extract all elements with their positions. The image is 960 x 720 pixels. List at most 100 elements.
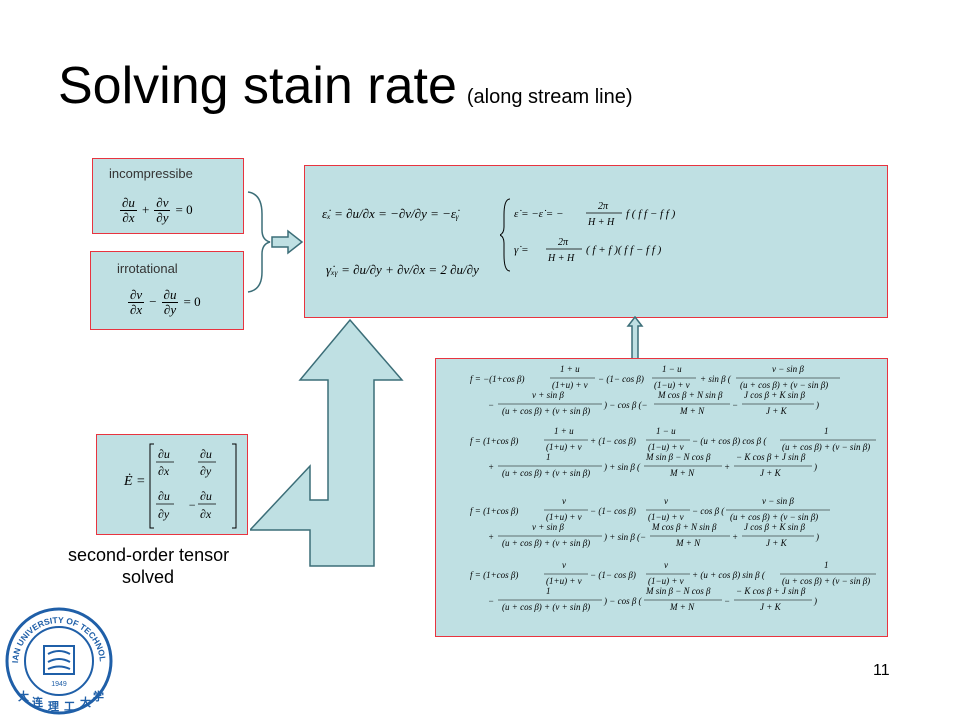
- tensor-box: [96, 434, 248, 535]
- svg-text:大: 大: [80, 695, 91, 709]
- svg-text:J + K: J + K: [760, 468, 782, 478]
- svg-text:理: 理: [48, 700, 59, 713]
- strain-rate-box: [304, 165, 888, 318]
- tensor-caption-line1: second-order tensor: [68, 545, 230, 565]
- svg-text:J + K: J + K: [766, 406, 788, 416]
- svg-text:M sin β − N cos β: M sin β − N cos β: [645, 586, 711, 596]
- l-shaped-arrow: [250, 318, 404, 567]
- svg-text:− K cos β + J sin β: − K cos β + J sin β: [736, 586, 806, 596]
- svg-text:+: +: [488, 532, 494, 542]
- tensor-caption-line2: solved: [122, 567, 175, 587]
- svg-text:+: +: [724, 462, 730, 472]
- svg-text:M + N: M + N: [675, 538, 701, 548]
- svg-text:−: −: [488, 596, 494, 606]
- svg-text:f = −(1+cos β): f = −(1+cos β): [470, 374, 524, 384]
- svg-text:J + K: J + K: [760, 602, 782, 612]
- svg-text:J cos β + K sin β: J cos β + K sin β: [744, 522, 806, 532]
- svg-text:1 − u: 1 − u: [662, 364, 682, 374]
- svg-text:∂x: ∂x: [158, 464, 170, 478]
- svg-text:) + sin β (: ) + sin β (: [603, 462, 641, 472]
- function-formulas-box: [435, 358, 888, 637]
- svg-text:): ): [815, 400, 819, 410]
- svg-text:−: −: [724, 596, 730, 606]
- svg-text:f = (1+cos β): f = (1+cos β): [470, 570, 518, 580]
- svg-text:v: v: [664, 496, 668, 506]
- logo-year: 1949: [51, 681, 67, 688]
- svg-text:大: 大: [18, 689, 29, 703]
- svg-text:(u + cos β) + (v + sin β): (u + cos β) + (v + sin β): [502, 538, 590, 548]
- svg-text:H + H: H + H: [587, 217, 615, 228]
- brace-arrow-graphic: [247, 191, 304, 293]
- svg-text:∂y: ∂y: [158, 507, 170, 521]
- svg-text:−: −: [732, 400, 738, 410]
- incompressible-equation: ∂u∂x+∂v∂y= 0: [120, 195, 193, 226]
- svg-text:(u + cos β) + (v + sin β): (u + cos β) + (v + sin β): [502, 602, 590, 612]
- svg-text:v + sin β: v + sin β: [532, 390, 564, 400]
- svg-text:+ (u + cos β) sin β (: + (u + cos β) sin β (: [692, 570, 766, 580]
- svg-text:1: 1: [546, 452, 551, 462]
- svg-text:∂u: ∂u: [200, 489, 212, 503]
- irrotational-box: [90, 251, 244, 330]
- svg-text:(u + cos β) + (v − sin β): (u + cos β) + (v − sin β): [740, 380, 828, 390]
- svg-text:M + N: M + N: [669, 602, 695, 612]
- svg-text:γ̇ =: γ̇ =: [514, 244, 529, 256]
- svg-text:(u + cos β) + (v − sin β): (u + cos β) + (v − sin β): [782, 442, 870, 452]
- svg-text:− (1− cos β): − (1− cos β): [590, 570, 636, 580]
- curly-brace: [247, 191, 271, 293]
- title-subtitle: (along stream line): [466, 86, 633, 108]
- svg-text:1 + u: 1 + u: [560, 364, 580, 374]
- slide-title: Solving stain rate(along stream line): [58, 56, 633, 116]
- svg-text:1 + u: 1 + u: [554, 426, 574, 436]
- svg-text:∂u: ∂u: [200, 447, 212, 461]
- svg-text:v − sin β: v − sin β: [762, 496, 794, 506]
- svg-text:(1+u) + v: (1+u) + v: [552, 380, 588, 390]
- svg-text:(u + cos β) + (v + sin β): (u + cos β) + (v + sin β): [502, 406, 590, 416]
- svg-text:) − cos β (−: ) − cos β (−: [603, 400, 648, 410]
- svg-text:(1−u) + v: (1−u) + v: [648, 576, 684, 586]
- svg-text:v: v: [562, 560, 566, 570]
- strain-xy-equation: γ̇ₓᵧ = ∂u/∂y + ∂v/∂x = 2 ∂u/∂y: [326, 262, 479, 277]
- page-number: 11: [873, 662, 890, 679]
- incompressible-box: [92, 158, 244, 234]
- svg-text:v − sin β: v − sin β: [772, 364, 804, 374]
- svg-text:−: −: [188, 498, 196, 512]
- svg-text:f = (1+cos β): f = (1+cos β): [470, 436, 518, 446]
- university-logo: DALIAN UNIVERSITY OF TECHNOLOGY 1949 大连理…: [4, 606, 113, 715]
- svg-text:M + N: M + N: [669, 468, 695, 478]
- svg-text:工: 工: [64, 700, 75, 713]
- svg-text:1: 1: [824, 560, 829, 570]
- svg-text:) + sin β (−: ) + sin β (−: [603, 532, 646, 542]
- incompressible-label: incompressibe: [109, 166, 193, 181]
- svg-text:): ): [813, 596, 817, 606]
- svg-text:v: v: [562, 496, 566, 506]
- svg-text:(u + cos β) + (v + sin β): (u + cos β) + (v + sin β): [502, 468, 590, 478]
- tensor-matrix: ∂u∂x ∂u∂y ∂u∂y − ∂u∂x: [149, 443, 237, 529]
- svg-text:): ): [813, 462, 817, 472]
- svg-text:v: v: [664, 560, 668, 570]
- svg-text:−: −: [488, 400, 494, 410]
- svg-text:(1−u) + v: (1−u) + v: [648, 512, 684, 522]
- svg-text:− cos β (: − cos β (: [692, 506, 725, 516]
- svg-text:2π: 2π: [558, 237, 569, 248]
- svg-text:( f + f )( f f − f f ): ( f + f )( f f − f f ): [586, 244, 662, 256]
- strain-xx-equation: ε̇ₓ = ∂u/∂x = −∂v/∂y = −ε̇ᵧ: [322, 206, 460, 221]
- irrotational-label: irrotational: [117, 261, 178, 276]
- function-formulas: f = −(1+cos β) 1 + u (1+u) + v − (1− cos …: [470, 364, 876, 612]
- svg-text:∂u: ∂u: [158, 489, 170, 503]
- svg-text:学: 学: [93, 689, 104, 703]
- svg-text:∂x: ∂x: [200, 507, 212, 521]
- svg-text:(1+u) + v: (1+u) + v: [546, 576, 582, 586]
- svg-text:J cos β + K sin β: J cos β + K sin β: [744, 390, 806, 400]
- svg-text:连: 连: [32, 695, 44, 709]
- svg-text:− (1− cos β): − (1− cos β): [598, 374, 644, 384]
- svg-text:(u + cos β) + (v − sin β): (u + cos β) + (v − sin β): [730, 512, 818, 522]
- svg-text:): ): [815, 532, 819, 542]
- svg-text:f = (1+cos β): f = (1+cos β): [470, 506, 518, 516]
- svg-text:M cos β + N sin β: M cos β + N sin β: [657, 390, 723, 400]
- svg-text:v + sin β: v + sin β: [532, 522, 564, 532]
- svg-text:∂u: ∂u: [158, 447, 170, 461]
- svg-text:(u + cos β) + (v − sin β): (u + cos β) + (v − sin β): [782, 576, 870, 586]
- svg-text:ε̇ = −ε̇ = −: ε̇ = −ε̇ = −: [514, 208, 563, 220]
- svg-text:f ( f f − f f ): f ( f f − f f ): [626, 208, 676, 220]
- up-arrow-icon: [626, 316, 644, 360]
